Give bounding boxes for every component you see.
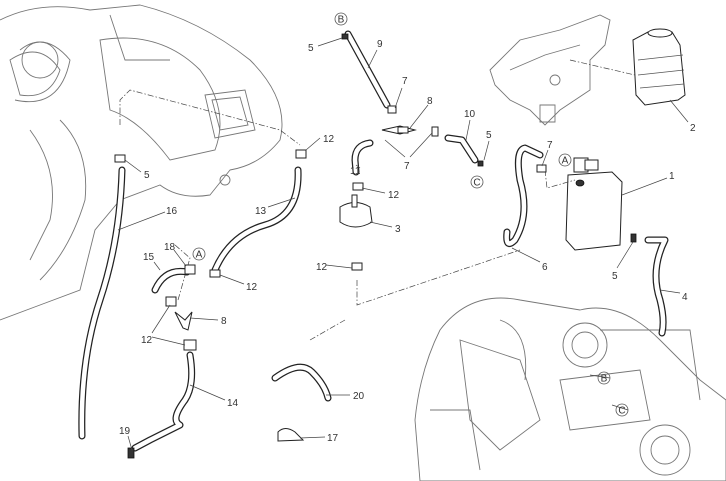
callout-4: 4 [682, 292, 688, 303]
callout-12: 12 [316, 262, 328, 273]
part-2-drawing [632, 28, 686, 106]
engine-drawing [414, 297, 726, 481]
callout-18: 18 [164, 242, 176, 253]
callout-7: 7 [404, 161, 410, 172]
callouts: 1 2 3 4 5 5 5 5 6 7 7 7 8 8 9 10 11 12 1… [119, 39, 696, 444]
marker-c-engine: C [615, 403, 629, 417]
callout-5: 5 [486, 130, 492, 141]
small-parts [114, 33, 637, 459]
svg-text:B: B [338, 15, 345, 26]
callout-14: 14 [227, 398, 239, 409]
callout-7: 7 [402, 76, 408, 87]
callout-12: 12 [141, 335, 153, 346]
leader-lines [117, 37, 689, 451]
hoses [78, 30, 669, 452]
callout-13: 13 [255, 206, 267, 217]
callout-9: 9 [377, 39, 383, 50]
callout-3: 3 [395, 224, 401, 235]
callout-10: 10 [464, 109, 476, 120]
svg-text:A: A [196, 250, 203, 261]
marker-c-top: C [470, 175, 484, 189]
callout-2: 2 [690, 123, 696, 134]
callout-20: 20 [353, 391, 365, 402]
marker-a-left: A [192, 247, 206, 261]
marker-b-engine: B [597, 371, 611, 385]
svg-text:B: B [601, 374, 608, 385]
svg-text:C: C [473, 178, 480, 189]
callout-8: 8 [427, 96, 433, 107]
callout-5: 5 [308, 43, 314, 54]
callout-12: 12 [388, 190, 400, 201]
callout-1: 1 [669, 171, 675, 182]
callout-6: 6 [542, 262, 548, 273]
callout-17: 17 [327, 433, 339, 444]
part-1-canister-drawing [565, 157, 623, 251]
callout-11: 11 [350, 166, 361, 177]
callout-5: 5 [144, 170, 150, 181]
frame-drawing [0, 4, 283, 321]
callout-8: 8 [221, 316, 227, 327]
callout-12: 12 [323, 134, 335, 145]
callout-19: 19 [119, 426, 131, 437]
marker-b-top: B [334, 12, 348, 26]
reference-markers: B C A A B C [192, 12, 629, 417]
svg-text:C: C [618, 406, 625, 417]
callout-15: 15 [143, 252, 155, 263]
svg-text:A: A [562, 156, 569, 167]
callout-12: 12 [246, 282, 258, 293]
callout-5: 5 [612, 271, 618, 282]
airbox-drawing [489, 14, 611, 126]
callout-7: 7 [547, 140, 553, 151]
marker-a-right: A [558, 153, 572, 167]
callout-16: 16 [166, 206, 178, 217]
